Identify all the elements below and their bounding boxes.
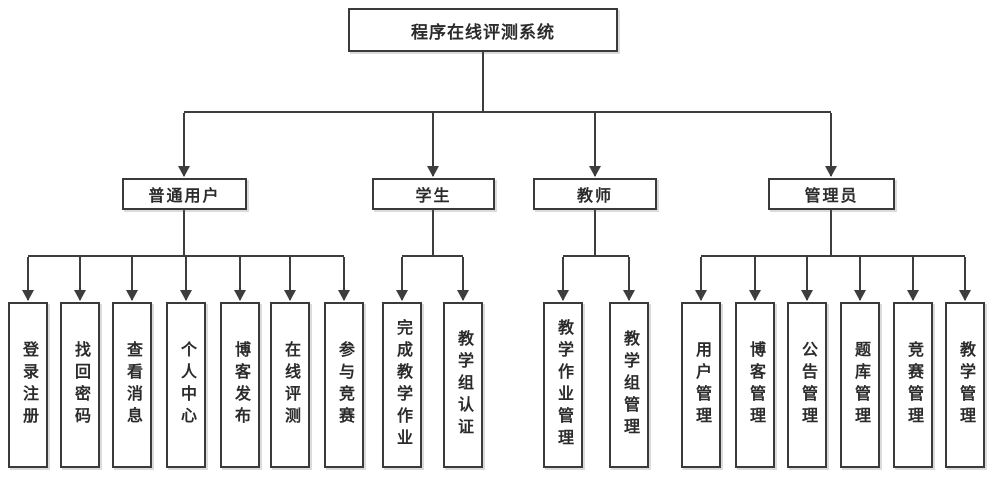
node-join-contest: 参与竞赛: [324, 302, 364, 468]
node-blog-publish: 博客发布: [220, 302, 260, 468]
node-student-label: 学生: [415, 188, 452, 205]
connector-teacher-children: [557, 210, 635, 301]
node-teaching-management: 教学管理: [945, 302, 985, 468]
node-teaching-group-management-label: 教学组管理: [621, 330, 638, 440]
node-personal-center: 个人中心: [166, 302, 206, 468]
node-teaching-group-auth: 教学组认证: [443, 302, 483, 468]
node-login-register-label: 登录注册: [20, 341, 37, 429]
node-homework-management-label: 教学作业管理: [555, 319, 572, 451]
node-view-messages: 查看消息: [112, 302, 152, 468]
node-contest-management: 竞赛管理: [893, 302, 933, 468]
node-user-management-label: 用户管理: [693, 341, 710, 429]
node-view-messages-label: 查看消息: [124, 341, 141, 429]
node-root: 程序在线评测系统: [348, 8, 618, 52]
node-join-contest-label: 参与竞赛: [336, 341, 353, 429]
node-teaching-group-management: 教学组管理: [609, 302, 649, 468]
node-homework-management: 教学作业管理: [543, 302, 583, 468]
node-login-register: 登录注册: [8, 302, 48, 468]
node-teacher-label: 教师: [576, 188, 613, 205]
node-root-label: 程序在线评测系统: [411, 22, 555, 42]
node-blog-management-label: 博客管理: [747, 341, 764, 429]
node-teaching-group-auth-label: 教学组认证: [455, 330, 472, 440]
node-announcement-management-label: 公告管理: [799, 341, 816, 429]
node-teacher: 教师: [533, 178, 657, 210]
node-blog-publish-label: 博客发布: [232, 341, 249, 429]
node-admin-label: 管理员: [804, 188, 859, 205]
node-user-management: 用户管理: [681, 302, 721, 468]
node-teaching-management-label: 教学管理: [957, 341, 974, 429]
node-online-judge: 在线评测: [270, 302, 310, 468]
node-problem-bank-management: 题库管理: [840, 302, 880, 468]
connector-student-children: [396, 210, 469, 301]
node-admin: 管理员: [768, 178, 895, 210]
node-problem-bank-management-label: 题库管理: [852, 341, 869, 429]
node-announcement-management: 公告管理: [787, 302, 827, 468]
node-student: 学生: [372, 178, 495, 210]
node-retrieve-password: 找回密码: [60, 302, 100, 468]
connector-admin-children: [695, 210, 971, 301]
connector-common-user-children: [22, 210, 350, 301]
node-contest-management-label: 竞赛管理: [905, 341, 922, 429]
connector-root-to-branches: [178, 52, 837, 177]
node-retrieve-password-label: 找回密码: [72, 341, 89, 429]
node-complete-homework-label: 完成教学作业: [394, 319, 411, 451]
node-blog-management: 博客管理: [735, 302, 775, 468]
node-common-user-label: 普通用户: [148, 188, 221, 205]
node-common-user: 普通用户: [122, 178, 247, 210]
node-online-judge-label: 在线评测: [282, 341, 299, 429]
node-personal-center-label: 个人中心: [178, 341, 195, 429]
node-complete-homework: 完成教学作业: [382, 302, 422, 468]
